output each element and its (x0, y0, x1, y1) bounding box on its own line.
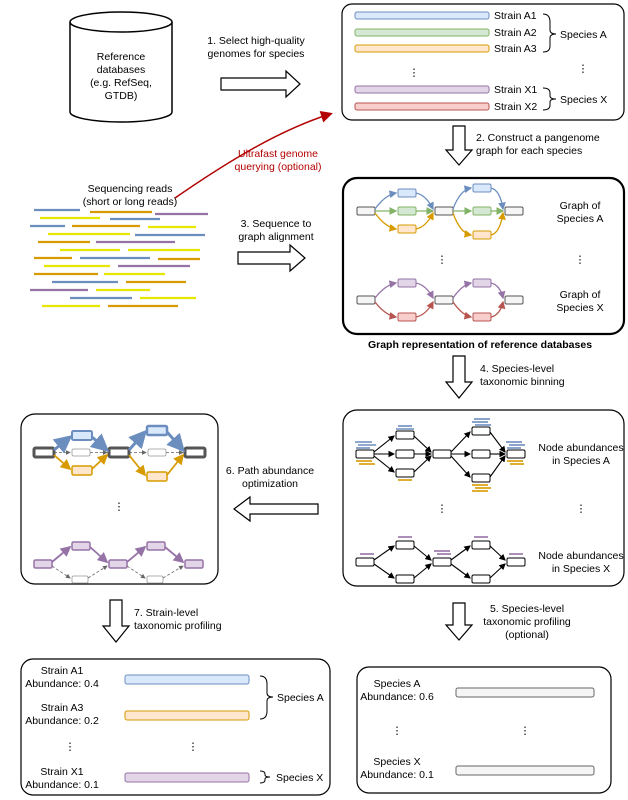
step2-label-2: graph for each species (476, 145, 582, 157)
step7-label-1: 7. Strain-level (134, 607, 198, 619)
graph-caption: Graph representation of reference databa… (368, 339, 592, 351)
step6-arrow (233, 495, 319, 523)
profile-a1-bar (124, 674, 250, 685)
profile-ellipsis-1: ⋮ (65, 741, 76, 753)
reads-label-2: (short or long reads) (83, 196, 178, 208)
step3-arrow (237, 243, 306, 273)
step5-arrow (444, 602, 474, 641)
profile-species-x-brace (259, 770, 271, 784)
species-profile-a-name: Species A (374, 678, 421, 690)
genomes-species-a: Species A (560, 29, 607, 41)
profile-a1-abundance: Abundance: 0.4 (25, 678, 99, 690)
step2-arrow (444, 125, 474, 166)
step7-label-2: taxonomic profiling (134, 620, 222, 632)
step4-label-2: taxonomic binning (480, 376, 565, 388)
species-profile-x-abundance: Abundance: 0.1 (360, 769, 434, 781)
node-ab-ellipsis-1: ⋮ (437, 503, 448, 515)
profile-species-x: Species X (276, 772, 323, 784)
species-a-brace (542, 13, 557, 53)
step5-label-1: 5. Species-level (490, 603, 564, 615)
species-x-graph (356, 278, 524, 322)
step4-label-1: 4. Species-level (480, 363, 554, 375)
profile-a3-bar (124, 710, 250, 721)
node-ab-ellipsis-2: ⋮ (576, 503, 587, 515)
step1-label-2: genomes for species (208, 48, 305, 60)
profile-x1-bar (124, 772, 250, 783)
genomes-species-x: Species X (560, 94, 607, 106)
step4-arrow (444, 355, 474, 399)
profile-species-a-brace (259, 675, 274, 720)
strain-a2-label: Strain A2 (494, 27, 537, 39)
profile-species-a: Species A (277, 692, 324, 704)
species-a-graph (356, 183, 524, 240)
path-ellipsis: ⋮ (114, 501, 125, 513)
species-profile-ellipsis-1: ⋮ (392, 725, 403, 737)
step5-label-2: taxonomic profiling (483, 616, 571, 628)
path-abundance-box (20, 413, 219, 585)
species-a-abundance-graph (355, 418, 526, 492)
genomes-ellipsis-2: ⋮ (578, 63, 589, 75)
species-x-abundance-graph (355, 536, 526, 584)
step5-label-3: (optional) (505, 629, 549, 641)
graph-a-label-2: Species A (557, 213, 604, 225)
profile-a3-abundance: Abundance: 0.2 (25, 715, 99, 727)
step1-arrow (220, 69, 301, 99)
profile-ellipsis-2: ⋮ (188, 741, 199, 753)
node-ab-x-label-1: Node abundances (538, 550, 623, 562)
step7-arrow (101, 599, 131, 643)
species-x-brace (542, 87, 557, 111)
graph-ellipsis-1: ⋮ (437, 254, 448, 266)
sequencing-reads (30, 208, 208, 308)
strain-profile-box (20, 658, 331, 796)
strain-a1-label: Strain A1 (494, 10, 537, 22)
species-x-path-graph (33, 541, 204, 584)
species-profile-x-bar (455, 765, 595, 776)
graph-x-label-2: Species X (556, 302, 603, 314)
species-profile-a-abundance: Abundance: 0.6 (360, 691, 434, 703)
profile-a1-name: Strain A1 (41, 665, 84, 677)
db-label-1: Reference (97, 51, 146, 63)
graph-ellipsis-2: ⋮ (575, 254, 586, 266)
species-profile-box (356, 666, 612, 794)
node-ab-a-label-1: Node abundances (538, 442, 623, 454)
profile-x1-abundance: Abundance: 0.1 (25, 779, 99, 791)
node-ab-a-label-2: in Species A (552, 455, 610, 467)
genomes-ellipsis-1: ⋮ (409, 67, 420, 79)
species-profile-a-bar (455, 687, 595, 698)
profile-x1-name: Strain X1 (40, 766, 83, 778)
step2-label-1: 2. Construct a pangenome (476, 132, 600, 144)
graph-a-label-1: Graph of (560, 200, 601, 212)
genome-bars (354, 11, 490, 111)
strain-x2-label: Strain X2 (494, 101, 537, 113)
species-profile-ellipsis-2: ⋮ (520, 725, 531, 737)
ultrafast-label-1: Ultrafast genome (238, 148, 318, 160)
ultrafast-query-arrow (174, 111, 333, 199)
step6-label-1: 6. Path abundance (226, 465, 314, 477)
ultrafast-label-2: querying (optional) (235, 161, 322, 173)
step1-label-1: 1. Select high-quality (207, 35, 305, 47)
reference-database-icon (69, 11, 173, 123)
step3-label-1: 3. Sequence to (241, 218, 312, 230)
reads-label-1: Sequencing reads (88, 183, 173, 195)
species-a-path-graph (32, 424, 207, 482)
graph-x-label-1: Graph of (560, 289, 601, 301)
node-ab-x-label-2: in Species X (552, 563, 610, 575)
strain-a3-label: Strain A3 (494, 43, 537, 55)
species-profile-x-name: Species X (373, 756, 420, 768)
step6-label-2: optimization (242, 478, 298, 490)
graph-representation-box (341, 176, 626, 336)
db-label-3: (e.g. RefSeq, (90, 77, 152, 89)
db-label-4: GTDB) (105, 90, 138, 102)
strain-x1-label: Strain X1 (494, 84, 537, 96)
profile-a3-name: Strain A3 (41, 702, 84, 714)
db-label-2: databases (97, 64, 145, 76)
step3-label-2: graph alignment (238, 231, 313, 243)
